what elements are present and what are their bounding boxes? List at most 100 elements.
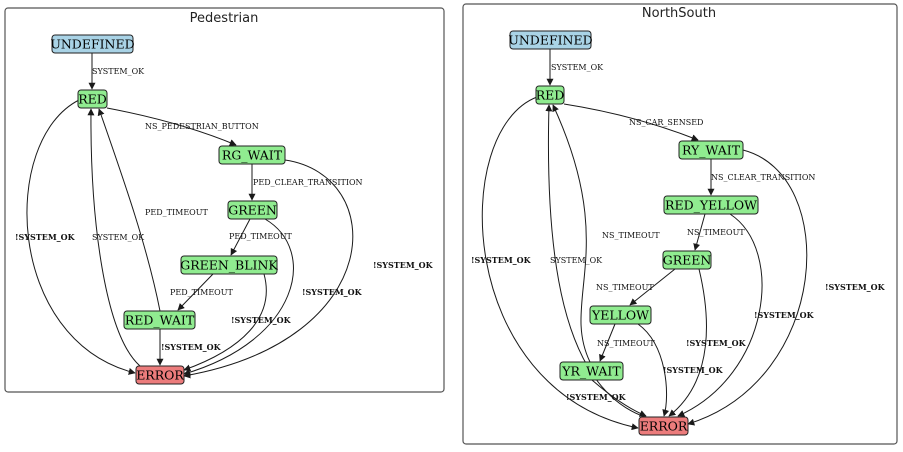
transition-rg-wait-to-error: !SYSTEM_OK	[183, 159, 434, 379]
transition-green-blink-to-red-wait: PED_TIMEOUT	[170, 273, 233, 311]
state-label: UNDEFINED	[508, 33, 592, 48]
transition-arrow	[87, 108, 141, 367]
state-box	[123, 310, 196, 330]
state-box	[535, 85, 565, 105]
transition-label: PED_TIMEOUT	[229, 232, 292, 241]
panel-frame	[462, 3, 898, 445]
transition-arrow	[97, 108, 161, 312]
state-red-wait: RED_WAIT	[123, 310, 196, 330]
transition-yr-wait-to-red: NS_TIMEOUT	[552, 104, 660, 363]
transition-arrow	[481, 96, 639, 431]
transition-label: !SYSTEM_OK	[471, 255, 532, 265]
transition-arrow	[668, 268, 707, 417]
state-label: RED	[536, 88, 565, 103]
transition-red-to-error: !SYSTEM_OK	[471, 96, 639, 431]
transition-label: !SYSTEM_OK	[15, 232, 76, 242]
state-box	[509, 30, 592, 50]
state-label: GREEN	[228, 203, 277, 218]
state-label: ERROR	[640, 419, 688, 434]
transition-arrow	[552, 104, 591, 363]
state-green: GREEN	[227, 200, 278, 220]
transition-ry-wait-to-red-yellow: NS_CLEAR_TRANSITION	[707, 159, 815, 196]
transition-arrow	[677, 213, 763, 417]
panel-frame	[4, 7, 445, 393]
transition-green-blink-to-error: !SYSTEM_OK	[183, 273, 292, 372]
panel-title: Pedestrian	[190, 11, 259, 26]
state-red: RED	[535, 85, 565, 105]
transition-red-wait-to-error: !SYSTEM_OK	[156, 329, 222, 366]
transition-red-to-error: !SYSTEM_OK	[15, 99, 136, 375]
transition-label: SYSTEM_OK	[92, 67, 145, 76]
transition-label: SYSTEM_OK	[551, 63, 604, 72]
transition-label: SYSTEM_OK	[92, 233, 145, 242]
transition-label: NS_TIMEOUT	[602, 231, 660, 240]
state-label: ERROR	[136, 368, 184, 383]
state-red: RED	[77, 89, 108, 109]
transition-label: PED_TIMEOUT	[170, 288, 233, 297]
state-box	[77, 89, 108, 109]
state-box	[218, 145, 286, 165]
transition-arrow	[183, 218, 294, 376]
states: UNDEFINED RED RY_WAIT RED_YELLOW GREEN YELLOW…	[508, 30, 759, 436]
transition-yr-wait-to-error: !SYSTEM_OK	[566, 379, 647, 417]
transition-label: !SYSTEM_OK	[161, 342, 222, 352]
state-label: UNDEFINED	[50, 37, 134, 52]
state-yellow: YELLOW	[589, 305, 652, 325]
transition-arrow	[693, 213, 706, 251]
state-box	[662, 250, 712, 270]
transition-label: !SYSTEM_OK	[231, 315, 292, 325]
transition-arrow	[183, 159, 354, 379]
state-box	[180, 255, 278, 275]
transition-red-yellow-to-green: NS_TIMEOUT	[687, 213, 745, 251]
transition-label: NS_PEDESTRIAN_BUTTON	[145, 122, 259, 131]
state-label: RED	[78, 92, 107, 107]
transition-label: NS_CLEAR_TRANSITION	[711, 173, 815, 182]
state-box	[678, 140, 744, 160]
transition-error-to-red: SYSTEM_OK	[545, 104, 649, 419]
transition-label: NS_TIMEOUT	[597, 339, 655, 348]
transition-arrow	[230, 218, 251, 256]
transition-label: !SYSTEM_OK	[663, 365, 724, 375]
state-box	[51, 34, 134, 54]
state-label: GREEN_BLINK	[180, 258, 278, 273]
state-label: RY_WAIT	[682, 143, 741, 158]
transition-yellow-to-yr-wait: NS_TIMEOUT	[597, 323, 655, 362]
transition-arrow	[563, 103, 699, 141]
state-error: ERROR	[135, 365, 185, 385]
transition-ry-wait-to-error: !SYSTEM_OK	[687, 149, 886, 426]
state-label: YR_WAIT	[561, 364, 621, 379]
transition-green-blink-to-red: PED_TIMEOUT	[97, 108, 208, 312]
transition-green-to-error: !SYSTEM_OK	[183, 218, 363, 376]
state-red-yellow: RED_YELLOW	[663, 195, 759, 215]
transition-arrow	[183, 273, 267, 372]
transition-label: NS_TIMEOUT	[687, 228, 745, 237]
transition-label: !SYSTEM_OK	[754, 310, 815, 320]
transition-label: !SYSTEM_OK	[566, 392, 627, 402]
state-undefined: UNDEFINED	[50, 34, 135, 54]
state-error: ERROR	[638, 416, 689, 436]
state-label: GREEN	[663, 253, 712, 268]
transition-label: PED_TIMEOUT	[145, 208, 208, 217]
transition-arrow	[599, 323, 616, 362]
state-green-blink: GREEN_BLINK	[180, 255, 278, 275]
transition-undefined-to-red: SYSTEM_OK	[546, 49, 604, 86]
transition-red-yellow-to-error: !SYSTEM_OK	[677, 213, 815, 417]
state-ry-wait: RY_WAIT	[678, 140, 744, 160]
transition-label: !SYSTEM_OK	[686, 338, 747, 348]
state-undefined: UNDEFINED	[508, 30, 593, 50]
state-label: RED_WAIT	[125, 313, 195, 328]
transition-label: !SYSTEM_OK	[373, 260, 434, 270]
transition-arrow	[629, 268, 676, 306]
state-box	[663, 195, 759, 215]
state-label: YELLOW	[591, 308, 649, 323]
transitions: SYSTEM_OKNS_PEDESTRIAN_BUTTONPED_CLEAR_T…	[15, 53, 434, 379]
state-label: RED_YELLOW	[665, 198, 757, 213]
transition-arrow	[545, 104, 649, 419]
transition-arrow	[26, 99, 136, 375]
transition-arrow	[106, 107, 237, 146]
transition-arrow	[177, 273, 214, 311]
transition-label: SYSTEM_OK	[550, 256, 603, 265]
transition-label: !SYSTEM_OK	[825, 282, 886, 292]
state-box	[227, 200, 278, 220]
